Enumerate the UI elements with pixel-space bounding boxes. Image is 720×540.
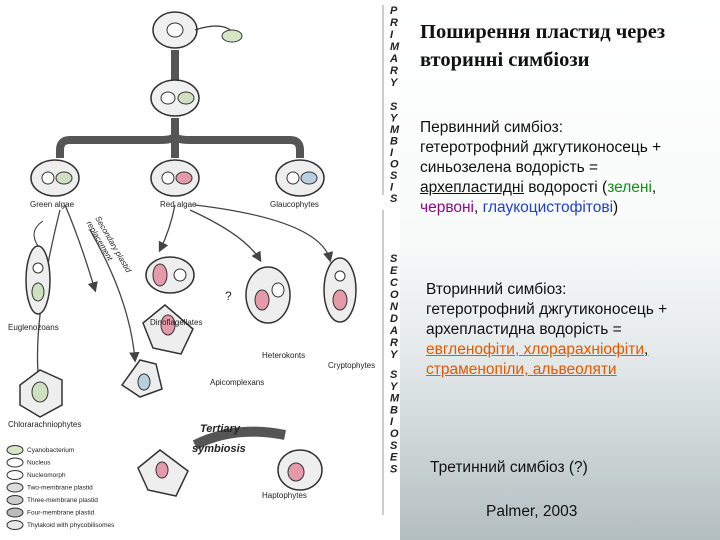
- legend-swatch-icon: [6, 507, 24, 518]
- tertiary-dino-cell: [137, 449, 189, 497]
- tertiary-symbiosis-label: Tertiary symbiosis: [192, 423, 286, 455]
- glaucophytes-cell: Glaucophytes: [270, 159, 325, 209]
- vertical-letter: E: [390, 265, 398, 277]
- vertical-letter: O: [390, 159, 399, 171]
- vertical-letter: Y: [390, 349, 399, 361]
- legend: CyanobacteriumNucleusNucleomorphTwo-memb…: [6, 445, 115, 530]
- legend-swatch-icon: [6, 482, 24, 493]
- host-cell-top: [152, 11, 243, 49]
- vertical-letter: I: [390, 416, 394, 428]
- apicomplexans-cell: Apicomplexans: [120, 359, 264, 398]
- vertical-letter: R: [390, 65, 398, 77]
- vertical-letter: M: [390, 124, 400, 136]
- label-haptophytes: Haptophytes: [262, 491, 307, 500]
- vertical-letter: N: [390, 301, 399, 313]
- host-with-cyanobacterium: [150, 79, 200, 117]
- vertical-letter: R: [390, 17, 398, 29]
- branch-green: [56, 118, 179, 158]
- arrow-to-apicomplexa: [89, 229, 140, 363]
- red-algae-cell: Red algae: [150, 159, 200, 209]
- branch-glauco: [171, 133, 304, 158]
- vertical-letter: R: [390, 337, 398, 349]
- text-panel: Поширення пластид через вторинні симбіоз…: [400, 0, 720, 540]
- vertical-letter: S: [390, 193, 398, 205]
- vertical-letter: Y: [390, 77, 399, 89]
- question-mark: ?: [225, 289, 232, 303]
- legend-swatch-icon: [6, 470, 24, 480]
- label-heterokonts: Heterokonts: [262, 351, 305, 360]
- vertical-letter: S: [390, 101, 398, 113]
- vertical-letter: S: [390, 440, 398, 452]
- vertical-letter: I: [390, 147, 394, 159]
- legend-swatch-icon: [6, 457, 24, 468]
- label-glaucophytes: Glaucophytes: [270, 200, 319, 209]
- label-red-algae: Red algae: [160, 200, 197, 209]
- legend-swatch-icon: [6, 445, 24, 455]
- tertiary-symbiosis-text: Третинний симбіоз (?): [430, 459, 588, 476]
- vertical-letter: I: [390, 182, 394, 194]
- vertical-letter: B: [390, 136, 398, 148]
- vertical-letter: S: [390, 253, 398, 265]
- heterokonts-cell: Heterokonts: [245, 266, 305, 360]
- arrow-to-cryptophytes: [194, 204, 334, 263]
- vertical-letter: C: [390, 277, 399, 289]
- legend-item: Four-membrane plastid: [27, 510, 95, 517]
- secondary-replacement-label: Secondary plastid replacement: [85, 215, 134, 275]
- label-dinoflagellates: Dinoflagellates: [150, 318, 202, 327]
- vertical-letter: M: [390, 41, 400, 53]
- green-algae-cell: Green algae: [30, 159, 80, 209]
- vertical-letter: S: [390, 369, 398, 381]
- vertical-letter: Y: [390, 381, 399, 393]
- arrow-red-secondary: [158, 204, 176, 253]
- vertical-letter: S: [390, 170, 398, 182]
- vertical-letter: M: [390, 393, 400, 405]
- euglenozoans-cell: Euglenozoans: [8, 220, 59, 332]
- vertical-letter: D: [390, 313, 398, 325]
- legend-item: Three-membrane plastid: [27, 497, 98, 504]
- vertical-letter: O: [390, 289, 399, 301]
- svg-text:symbiosis: symbiosis: [192, 443, 246, 455]
- label-euglenozoans: Euglenozoans: [8, 323, 59, 332]
- label-green-algae: Green algae: [30, 200, 75, 209]
- legend-item: Nucleomorph: [27, 472, 66, 479]
- secondary-red-cell: [145, 256, 195, 294]
- vertical-letter: P: [390, 5, 398, 17]
- cryptophytes-cell: Cryptophytes: [323, 257, 375, 370]
- legend-item: Thylakoid with phycobilisomes: [27, 522, 115, 529]
- haptophytes-cell: Haptophytes: [262, 449, 323, 500]
- citation: Palmer, 2003: [486, 503, 578, 520]
- legend-item: Nucleus: [27, 460, 51, 467]
- legend-item: Two-membrane plastid: [27, 485, 93, 492]
- label-cryptophytes: Cryptophytes: [328, 361, 375, 370]
- legend-swatch-icon: [6, 520, 24, 530]
- label-apicomplexans: Apicomplexans: [210, 378, 264, 387]
- legend-item: Cyanobacterium: [27, 447, 74, 454]
- vertical-letter: A: [389, 325, 398, 337]
- vertical-letter: O: [390, 428, 399, 440]
- vertical-letter: Y: [390, 113, 399, 125]
- vertical-letter: E: [390, 452, 398, 464]
- dinoflagellates-cell: Dinoflagellates: [142, 304, 202, 355]
- primary-symbiosis-text: Первинний симбіоз: гетеротрофний джгутик…: [420, 119, 662, 216]
- chlorarachniophytes-cell: Chlorarachniophytes: [8, 369, 81, 429]
- arrow-to-euglenozoa: [64, 204, 98, 293]
- vertical-letter: B: [390, 404, 398, 416]
- svg-text:Tertiary: Tertiary: [200, 423, 241, 435]
- secondary-symbiosis-text: Вторинний симбіоз: гетеротрофний джгутик…: [426, 281, 668, 378]
- arrow-to-heterokonts: [189, 209, 262, 263]
- vertical-letter: A: [389, 53, 398, 65]
- slide-title: Поширення пластид через вторинні симбіоз…: [420, 21, 666, 71]
- vertical-letter: I: [390, 29, 394, 41]
- label-chlorarachniophytes: Chlorarachniophytes: [8, 420, 81, 429]
- vertical-letter: S: [390, 463, 398, 475]
- legend-swatch-icon: [6, 495, 24, 505]
